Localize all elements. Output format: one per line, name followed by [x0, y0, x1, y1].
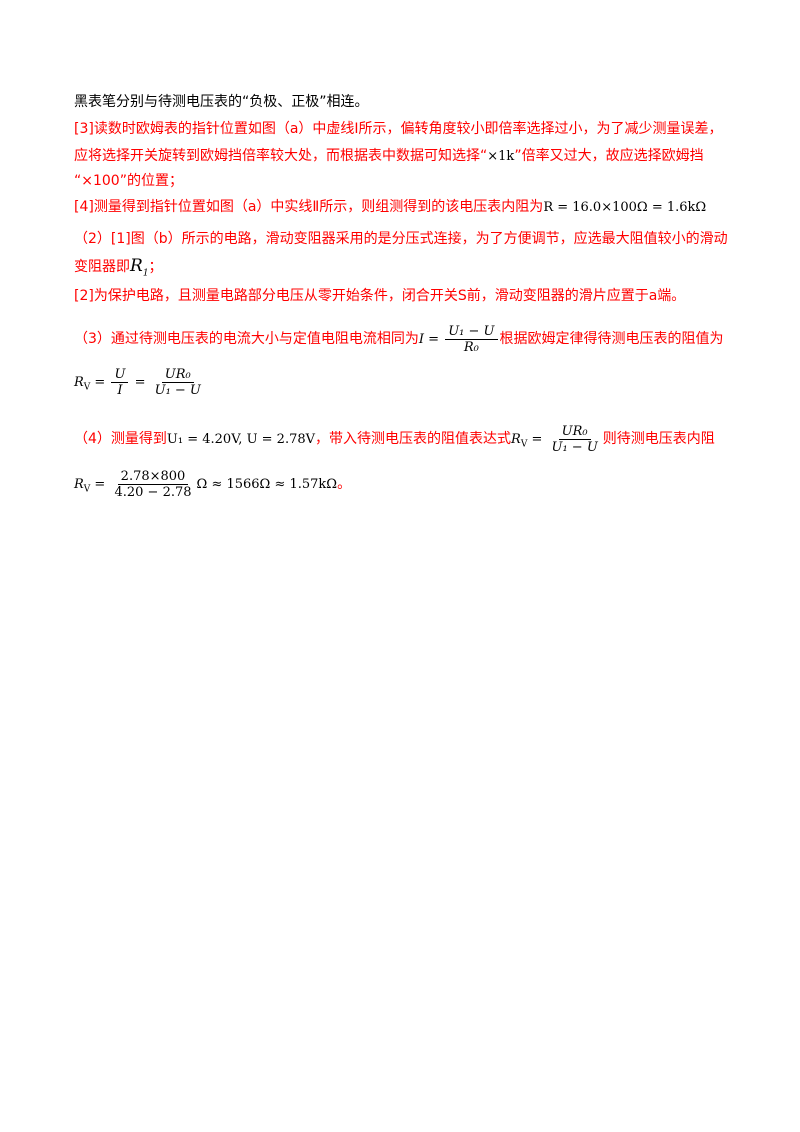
text-line-4: “×100”的位置；	[74, 173, 183, 189]
fraction-denominator: 4.20 − 2.78	[114, 485, 192, 500]
text-line-1: 黑表笔分别与待测电压表的“负极、正极”相连。	[74, 94, 369, 110]
text-segment: 根据欧姆定律得待测电压表的阻值为	[499, 331, 724, 347]
text-line-3: 应将选择开关旋转到欧姆挡倍率较大处，而根据表中数据可知选择“×1k”倍率又过大，…	[74, 146, 740, 167]
fraction-numerator: UR₀	[161, 367, 194, 383]
text-line-2: [3]读数时欧姆表的指针位置如图（a）中虚线Ⅰ所示，偏转角度较小即倍率选择过小，…	[74, 121, 723, 137]
text-line-6: （2）[1]图（b）所示的电路，滑动变阻器采用的是分压式连接，为了方便调节，应选…	[74, 231, 728, 247]
fraction-denominator: R₀	[463, 340, 479, 355]
fraction-denominator: U₁ − U	[551, 440, 598, 455]
math-inline: R1	[130, 256, 149, 279]
text-segment: [4]测量得到指针位置如图（a）中实线Ⅱ所示，则组测得到的该电压表内阻为	[74, 199, 544, 215]
text-segment: ”倍率又过大，故应选择欧姆挡	[514, 148, 704, 164]
result-value: Ω ≈ 1566Ω ≈ 1.57kΩ	[196, 477, 338, 492]
fraction-numerator: U	[111, 367, 129, 383]
text-segment: ，带入待测电压表的阻值表达式	[315, 431, 512, 447]
fraction-numerator: UR₀	[558, 424, 591, 440]
text-segment: 应将选择开关旋转到欧姆挡倍率较大处，而根据表中数据可知选择“	[74, 148, 488, 164]
text-line-8: [2]为保护电路，且测量电路部分电压从零开始条件，闭合开关S前，滑动变阻器的滑片…	[74, 288, 686, 304]
text-line-5: [4]测量得到指针位置如图（a）中实线Ⅱ所示，则组测得到的该电压表内阻为R = …	[74, 197, 740, 218]
text-segment: （3）通过待测电压表的电流大小与定值电阻电流相同为	[74, 331, 419, 347]
text-segment: 。	[337, 476, 352, 492]
math-inline: R = 16.0×100Ω = 1.6kΩ	[543, 200, 707, 215]
fraction-numerator: 2.78×800	[117, 469, 189, 485]
math-inline: U₁ = 4.20V, U = 2.78V	[166, 432, 316, 447]
fraction-numerator: U₁ − U	[445, 324, 498, 340]
text-segment: 变阻器即	[74, 259, 130, 275]
math-inline: ×1k	[487, 149, 515, 164]
text-segment: 则待测电压表内阻	[602, 431, 715, 447]
text-line-11: （4）测量得到U₁ = 4.20V, U = 2.78V，带入待测电压表的阻值表…	[74, 422, 740, 462]
fraction-denominator: U₁ − U	[154, 383, 201, 398]
text-line-7: 变阻器即R1；	[74, 256, 740, 283]
text-segment: ；	[148, 259, 163, 275]
text-segment: （4）测量得到	[74, 431, 167, 447]
fraction-denominator: I	[117, 383, 123, 398]
